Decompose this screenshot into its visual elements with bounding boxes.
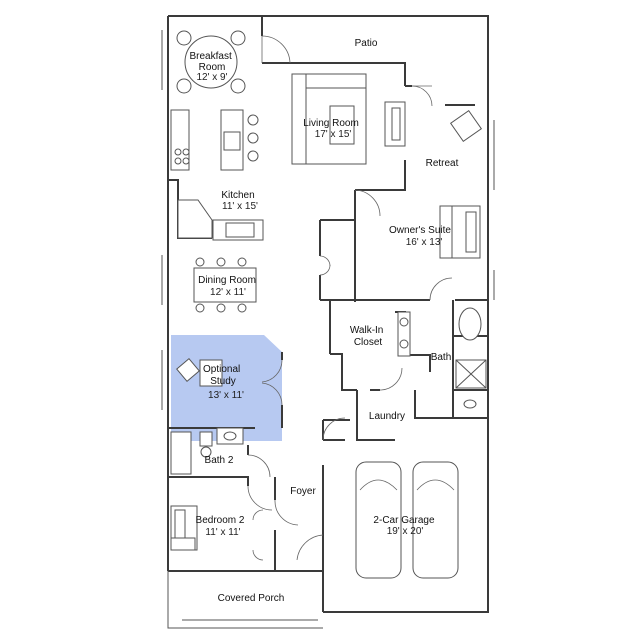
room-name: Bath 2 [205,455,234,466]
living-room-furniture [291,73,406,165]
room-name: Kitchen [221,190,254,201]
room-name-line: Closet [354,337,383,348]
kitchen-fixtures [170,109,264,241]
doors [247,35,453,561]
room-name: Breakfast Room [189,51,234,73]
room-name: Laundry [369,411,405,422]
room-name: Dining Room [198,275,256,286]
room-name: 2-Car Garage [373,515,435,526]
room-dim: 12' x 9' [196,72,227,83]
room-name: Retreat [426,158,459,169]
bath-fixtures [455,307,487,409]
room-dim: 13' x 11' [208,390,244,401]
retreat-chair [449,109,483,143]
study-highlight [171,335,282,441]
room-name-line: Room [199,62,226,73]
room-dim: 16' x 13' [406,237,443,248]
owners-bed [439,205,481,259]
room-name: Foyer [290,486,316,497]
room-name: Bath [431,352,452,363]
breakfast-table [176,30,246,94]
room-name: Patio [355,38,378,49]
study-furniture [176,358,223,387]
room-dim: 12' x 11' [210,287,246,298]
room-name: Bedroom 2 [196,515,245,526]
room-name-line: Walk-In [350,325,384,336]
bath2-fixtures [170,427,244,475]
bedroom2-bed [170,505,198,551]
room-labels: Patio Breakfast Room 12' x 9' Living Roo… [189,38,458,604]
room-name-line: Study [210,376,236,387]
room-name: Optional Study [203,364,243,387]
dining-table [193,257,257,313]
room-dim: 19' x 20' [387,526,424,537]
garage-cars [355,461,459,579]
room-name: Living Room [303,118,359,129]
room-name-line: Optional [203,364,240,375]
closet-shelves [397,311,411,357]
room-name: Owner's Suite [389,225,451,236]
room-dim: 11' x 11' [205,527,240,538]
room-name: Walk-In Closet [350,325,386,348]
room-dim: 11' x 15' [222,201,258,212]
room-name-line: Breakfast [189,51,231,62]
room-name: Covered Porch [218,593,285,604]
room-dim: 17' x 15' [315,129,352,140]
